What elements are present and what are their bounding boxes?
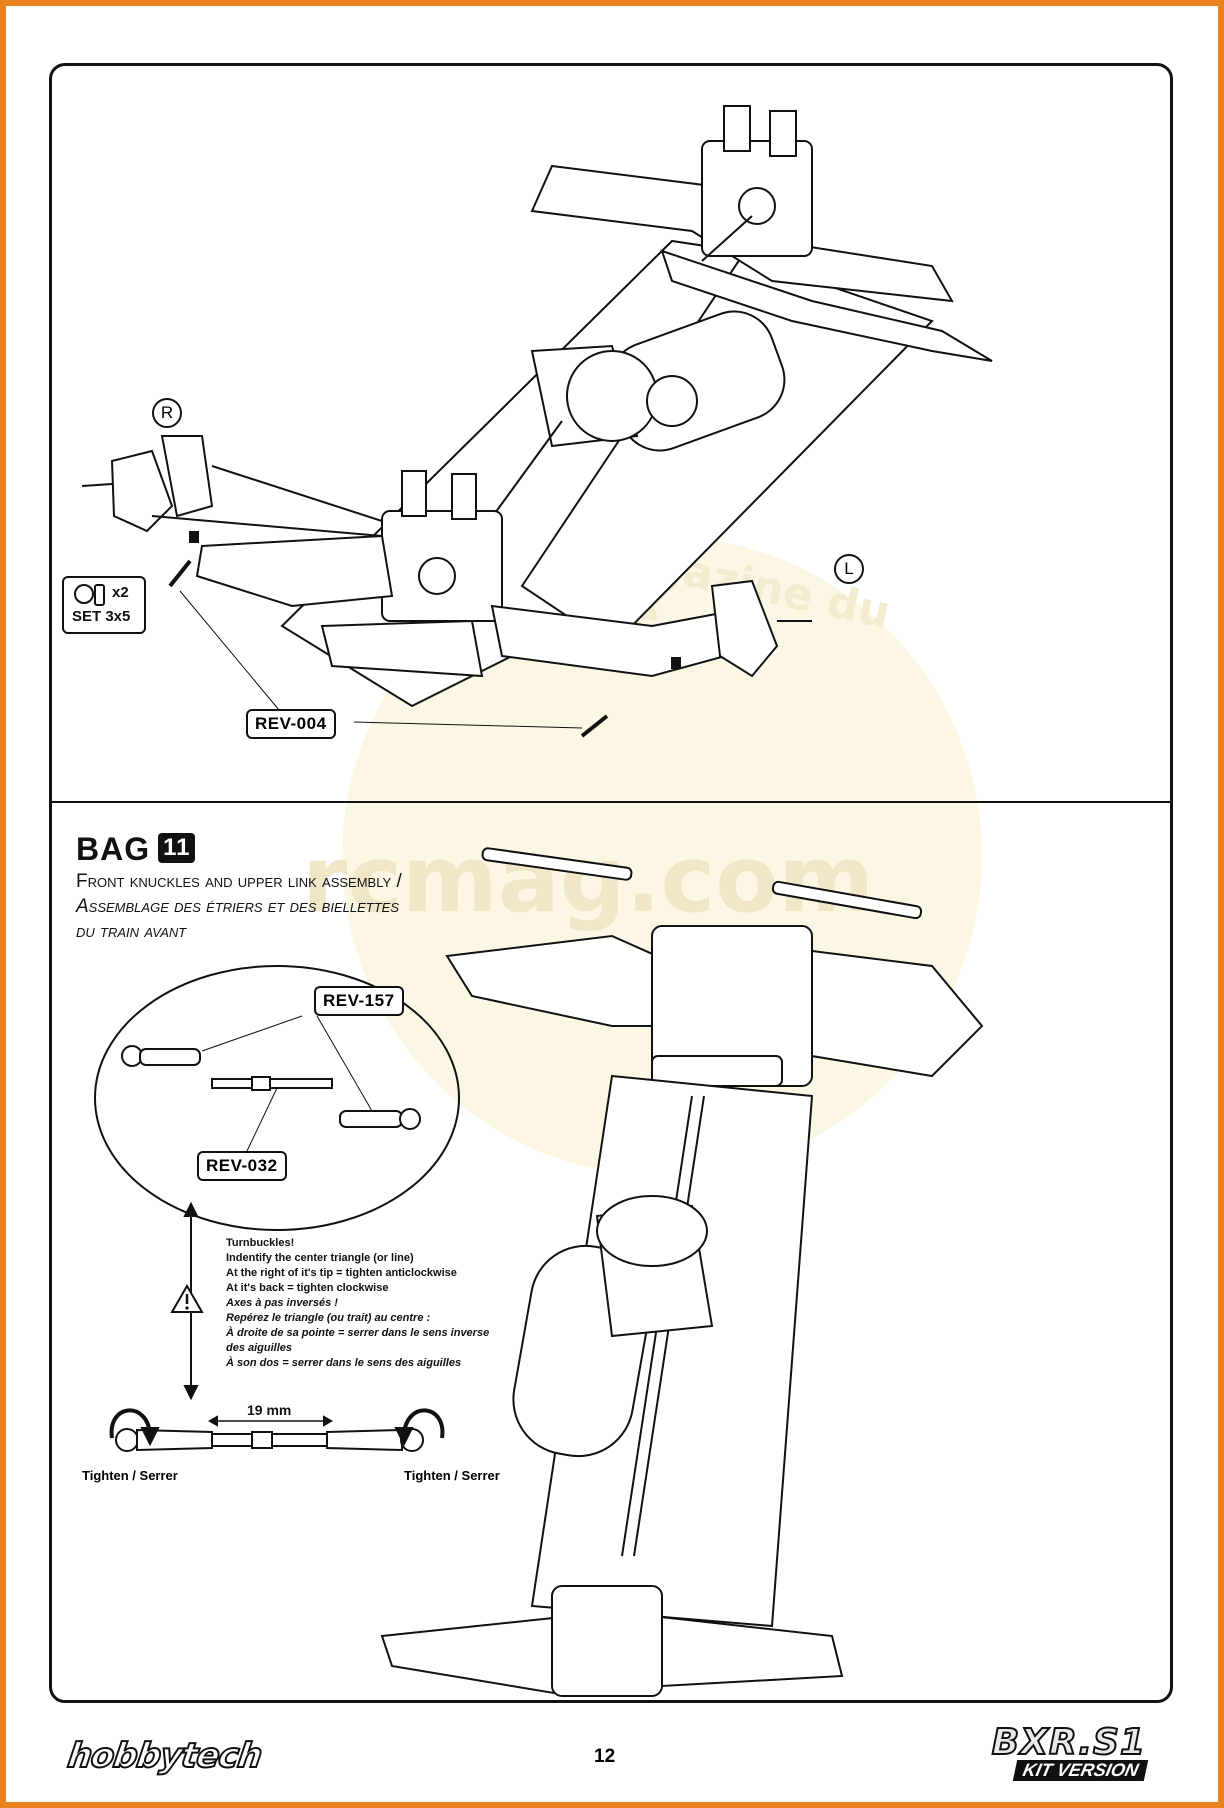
instruction-frame: rcmag.com le web magazine du modélisme <box>49 63 1173 1703</box>
note-fr-4: des aiguilles <box>226 1342 293 1354</box>
tighten-label-left: Tighten / Serrer <box>82 1468 178 1483</box>
chassis-drawing-top <box>81 105 993 738</box>
rod-end-right <box>339 1108 421 1130</box>
watermark-site: rcmag.com <box>302 826 875 933</box>
hardware-box: x2 SET 3x5 <box>62 576 146 634</box>
rod-end-left <box>121 1045 201 1067</box>
bag-number: 11 <box>158 833 196 863</box>
bag-label: BAG <box>76 831 151 867</box>
anticlockwise-arrow-icon <box>402 1408 445 1439</box>
brand-logo: hobbytech <box>64 1735 265 1777</box>
product-variant: KIT VERSION <box>1012 1760 1149 1781</box>
note-en-1: Turnbuckles! <box>226 1237 295 1249</box>
part-ref-rev-004: REV-004 <box>246 709 336 739</box>
side-right-marker: R <box>152 398 182 428</box>
set-screw-icon <box>74 584 94 604</box>
hardware-size: SET 3x5 <box>72 608 131 625</box>
tighten-label-right: Tighten / Serrer <box>404 1468 500 1483</box>
note-en-3: At the right of it's tip = tighten antic… <box>226 1267 457 1279</box>
hardware-qty: x2 <box>112 584 129 601</box>
bag-title-fr-2: du train avant <box>76 921 187 942</box>
note-fr-3: À droite de sa pointe = serrer dans le s… <box>226 1327 490 1339</box>
part-ref-rev-032: REV-032 <box>197 1151 287 1181</box>
step-divider <box>52 801 1170 803</box>
bag-title-en: Front knuckles and upper link assembly / <box>76 871 402 892</box>
turnbuckle-rod <box>211 1078 333 1089</box>
product-model: BXR.S1 <box>991 1721 1146 1764</box>
set-screw-icon-side <box>94 584 105 606</box>
note-en-4: At it's back = tighten clockwise <box>226 1282 389 1294</box>
note-fr-2: Repérez le triangle (ou trait) au centre… <box>226 1312 431 1324</box>
warning-triangle-icon <box>170 1284 204 1313</box>
note-en-2: Indentify the center triangle (or line) <box>226 1252 414 1264</box>
turnbuckle-notes: Turnbuckles! Indentify the center triang… <box>226 1236 489 1371</box>
clockwise-arrow-icon <box>109 1408 152 1439</box>
link-length: 19 mm <box>247 1402 292 1418</box>
note-fr-1: Axes à pas inversés ! <box>226 1297 338 1309</box>
side-left-marker: L <box>834 554 864 584</box>
bag-title-fr-1: Assemblage des étriers et des biellettes <box>76 896 399 917</box>
chassis-drawing-bottom <box>94 847 984 1698</box>
note-fr-5: À son dos = serrer dans le sens des aigu… <box>226 1357 462 1369</box>
part-ref-rev-157: REV-157 <box>314 986 404 1016</box>
product-logo: BXR.S1 KIT VERSION <box>936 1721 1149 1781</box>
page-number: 12 <box>594 1746 616 1767</box>
